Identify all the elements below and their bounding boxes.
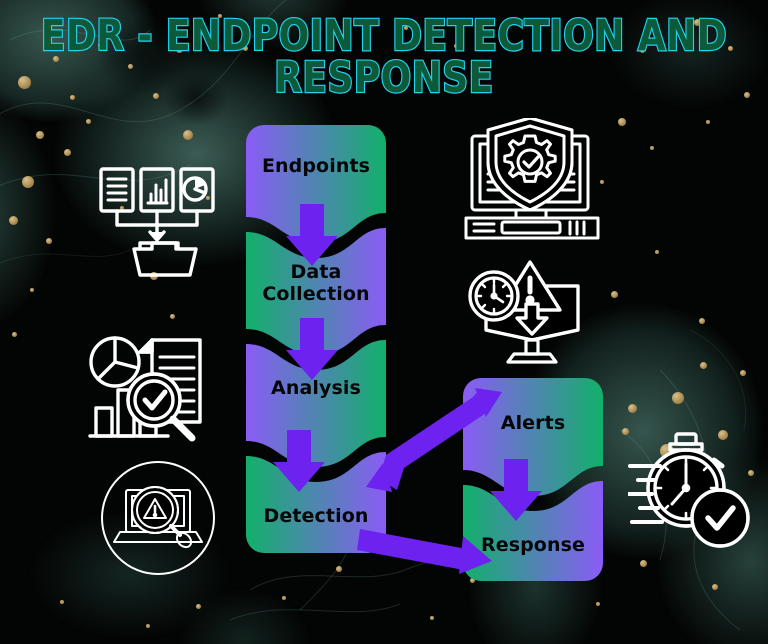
box-label-analysis: Analysis [271, 377, 361, 399]
box-detection[interactable] [246, 452, 386, 553]
background-marble-top-right [548, 0, 768, 160]
box-data-collection[interactable] [246, 228, 386, 355]
box-label-endpoints: Endpoints [261, 155, 371, 177]
label-wrap-data-collection: Data Collection [246, 243, 386, 329]
branch-chain-boxes [463, 378, 603, 581]
arrow-alerts-to-response [490, 459, 542, 521]
label-wrap-alerts: Alerts [463, 378, 603, 470]
box-label-data-collection: Data Collection [262, 261, 370, 306]
box-response[interactable] [463, 481, 603, 581]
rapid-response-icon [628, 432, 750, 548]
box-alerts[interactable] [463, 378, 603, 496]
box-label-response: Response [480, 534, 585, 556]
arrow-analysis-to-detection [273, 430, 325, 492]
threat-detection-icon [101, 461, 215, 575]
page-title: EDR - ENDPOINT DETECTION AND RESPONSE [40, 11, 728, 103]
endpoint-security-icon [464, 118, 600, 240]
arrow-endpoints-to-data-collection [286, 204, 338, 266]
label-wrap-response: Response [463, 511, 603, 581]
arrow-detection-to-response [357, 529, 492, 574]
label-wrap-analysis: Analysis [246, 355, 386, 441]
data-aggregation-icon [99, 167, 215, 277]
arrow-detection-to-alerts [366, 388, 502, 492]
box-label-alerts: Alerts [500, 412, 566, 434]
main-chain-boxes [246, 125, 386, 553]
data-analysis-icon [88, 336, 202, 442]
box-endpoints[interactable] [246, 125, 386, 243]
arrow-data-collection-to-analysis [286, 318, 338, 380]
label-wrap-endpoints: Endpoints [246, 125, 386, 217]
label-wrap-detection: Detection [246, 482, 386, 553]
flow-arrows [273, 204, 542, 521]
box-analysis[interactable] [246, 340, 386, 467]
box-label-detection: Detection [263, 505, 369, 527]
realtime-alert-icon [468, 260, 580, 364]
background-marble-dark-blobs [0, 0, 280, 260]
